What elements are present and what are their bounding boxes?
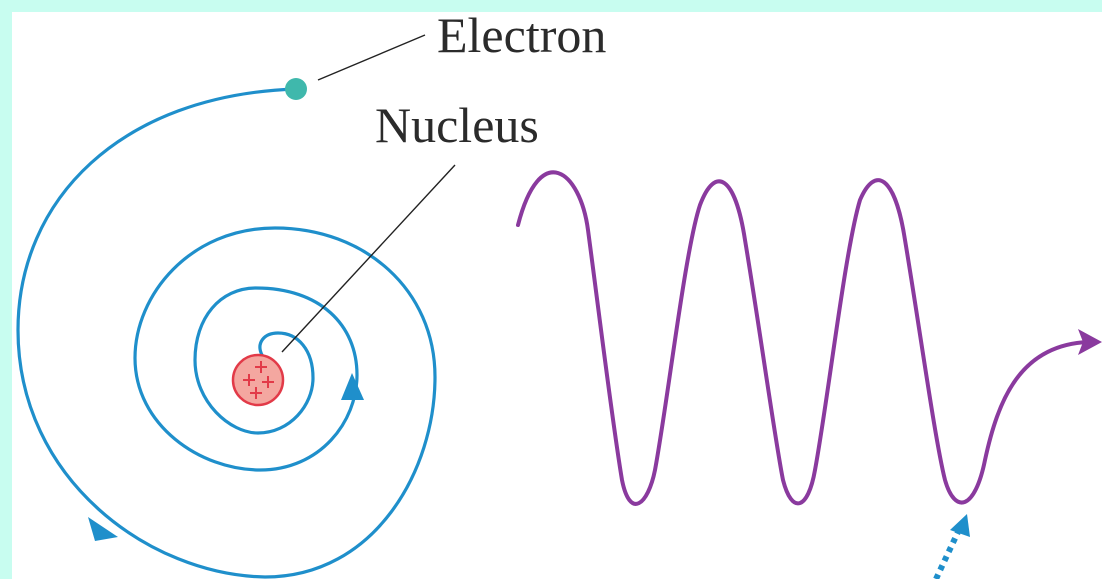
nucleus-body [233,355,283,405]
nucleus-label: Nucleus [375,97,539,153]
electron-dot [285,78,307,100]
drawing-panel [12,12,1102,579]
nucleus [233,355,283,405]
electron-label: Electron [437,7,606,63]
